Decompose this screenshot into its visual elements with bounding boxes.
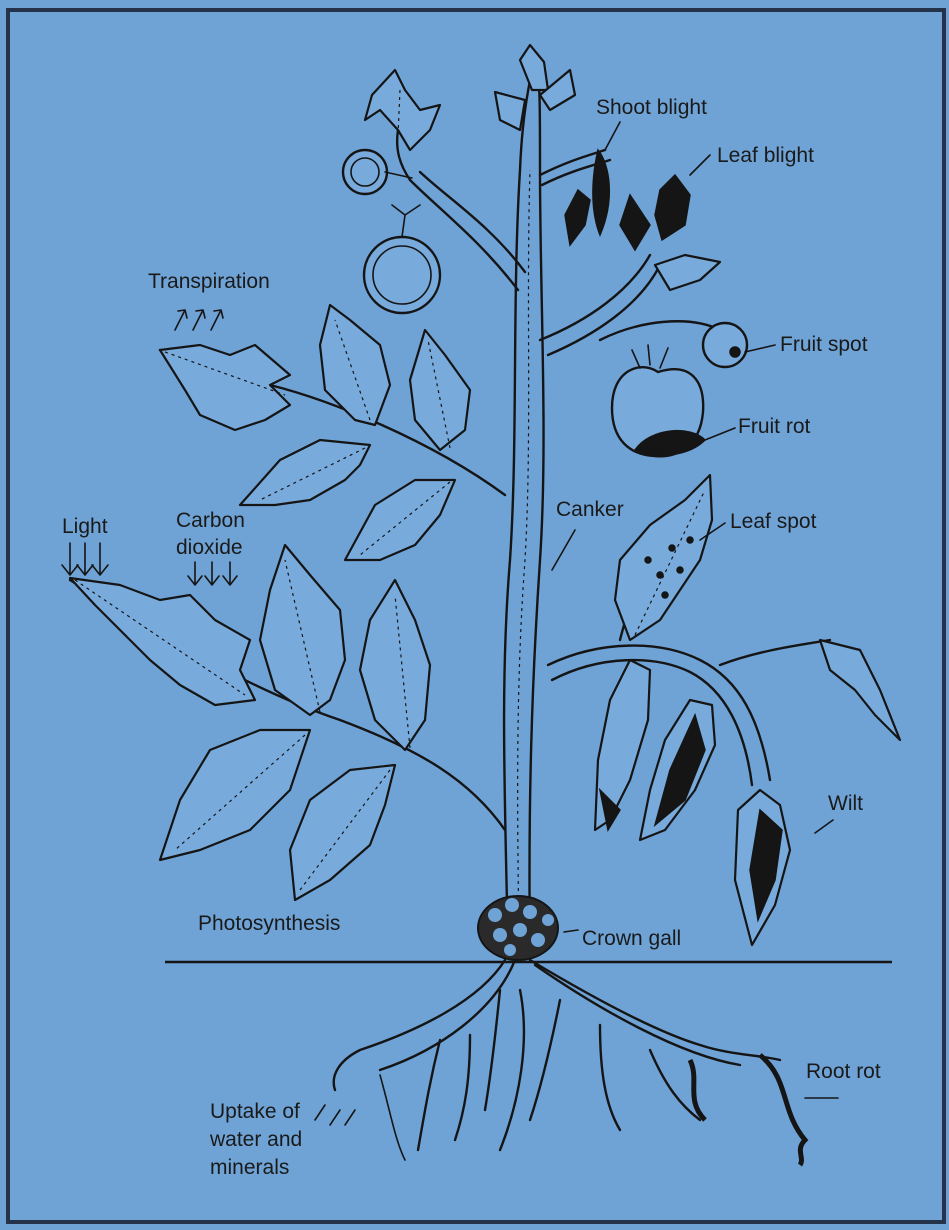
label-leaf-blight: Leaf blight	[717, 144, 814, 167]
label-fruit-spot: Fruit spot	[780, 333, 868, 356]
roots	[334, 960, 805, 1165]
label-wilt: Wilt	[828, 792, 863, 815]
label-transpiration: Transpiration	[148, 270, 270, 293]
upper-right-branch	[540, 150, 747, 456]
label-crown-gall: Crown gall	[582, 927, 681, 950]
crown-gall	[478, 896, 558, 960]
lower-left-leaves	[70, 545, 505, 900]
label-canker: Canker	[556, 498, 624, 521]
label-leaf-spot: Leaf spot	[730, 510, 817, 533]
label-light: Light	[62, 515, 108, 538]
label-uptake-line2: water and	[209, 1128, 302, 1151]
right-middle-branch	[548, 475, 900, 945]
label-carbon: Carbon	[176, 509, 245, 532]
label-dioxide: dioxide	[176, 536, 243, 559]
label-fruit-rot: Fruit rot	[738, 415, 811, 438]
label-uptake-line3: minerals	[210, 1156, 289, 1179]
top-shoot	[495, 45, 575, 130]
label-shoot-blight: Shoot blight	[596, 96, 707, 119]
label-photosynthesis: Photosynthesis	[198, 912, 340, 935]
label-root-rot: Root rot	[806, 1060, 881, 1083]
label-uptake-line1: Uptake of	[210, 1100, 300, 1123]
main-stem	[504, 70, 543, 950]
